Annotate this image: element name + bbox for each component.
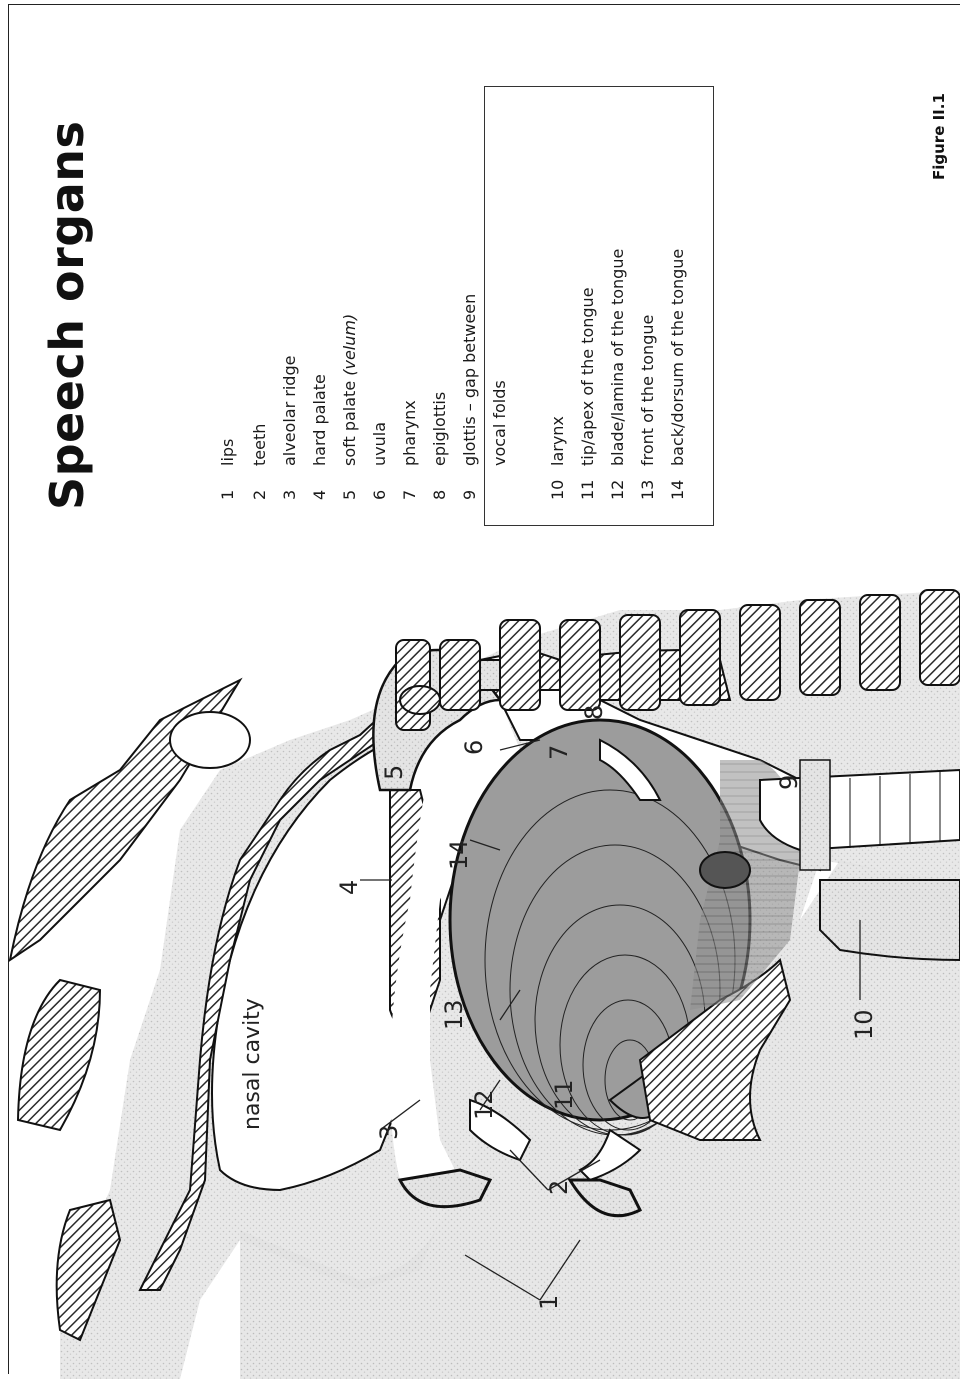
label-nasal-cavity: nasal cavity (240, 998, 265, 1130)
label-7: 7 (545, 745, 573, 760)
label-2: 2 (545, 1180, 573, 1195)
label-12: 12 (470, 1089, 498, 1120)
label-3: 3 (375, 1125, 403, 1140)
label-11: 11 (550, 1079, 578, 1110)
label-14: 14 (445, 839, 473, 870)
label-13: 13 (440, 999, 468, 1030)
label-10: 10 (850, 1009, 878, 1040)
label-5: 5 (380, 765, 408, 780)
label-1: 1 (535, 1295, 563, 1310)
frontal-sinus (18, 980, 100, 1130)
sphenoid-sinus (170, 712, 250, 768)
label-6: 6 (460, 740, 488, 755)
label-8: 8 (580, 705, 608, 720)
label-4: 4 (335, 880, 363, 895)
label-9: 9 (775, 775, 803, 790)
